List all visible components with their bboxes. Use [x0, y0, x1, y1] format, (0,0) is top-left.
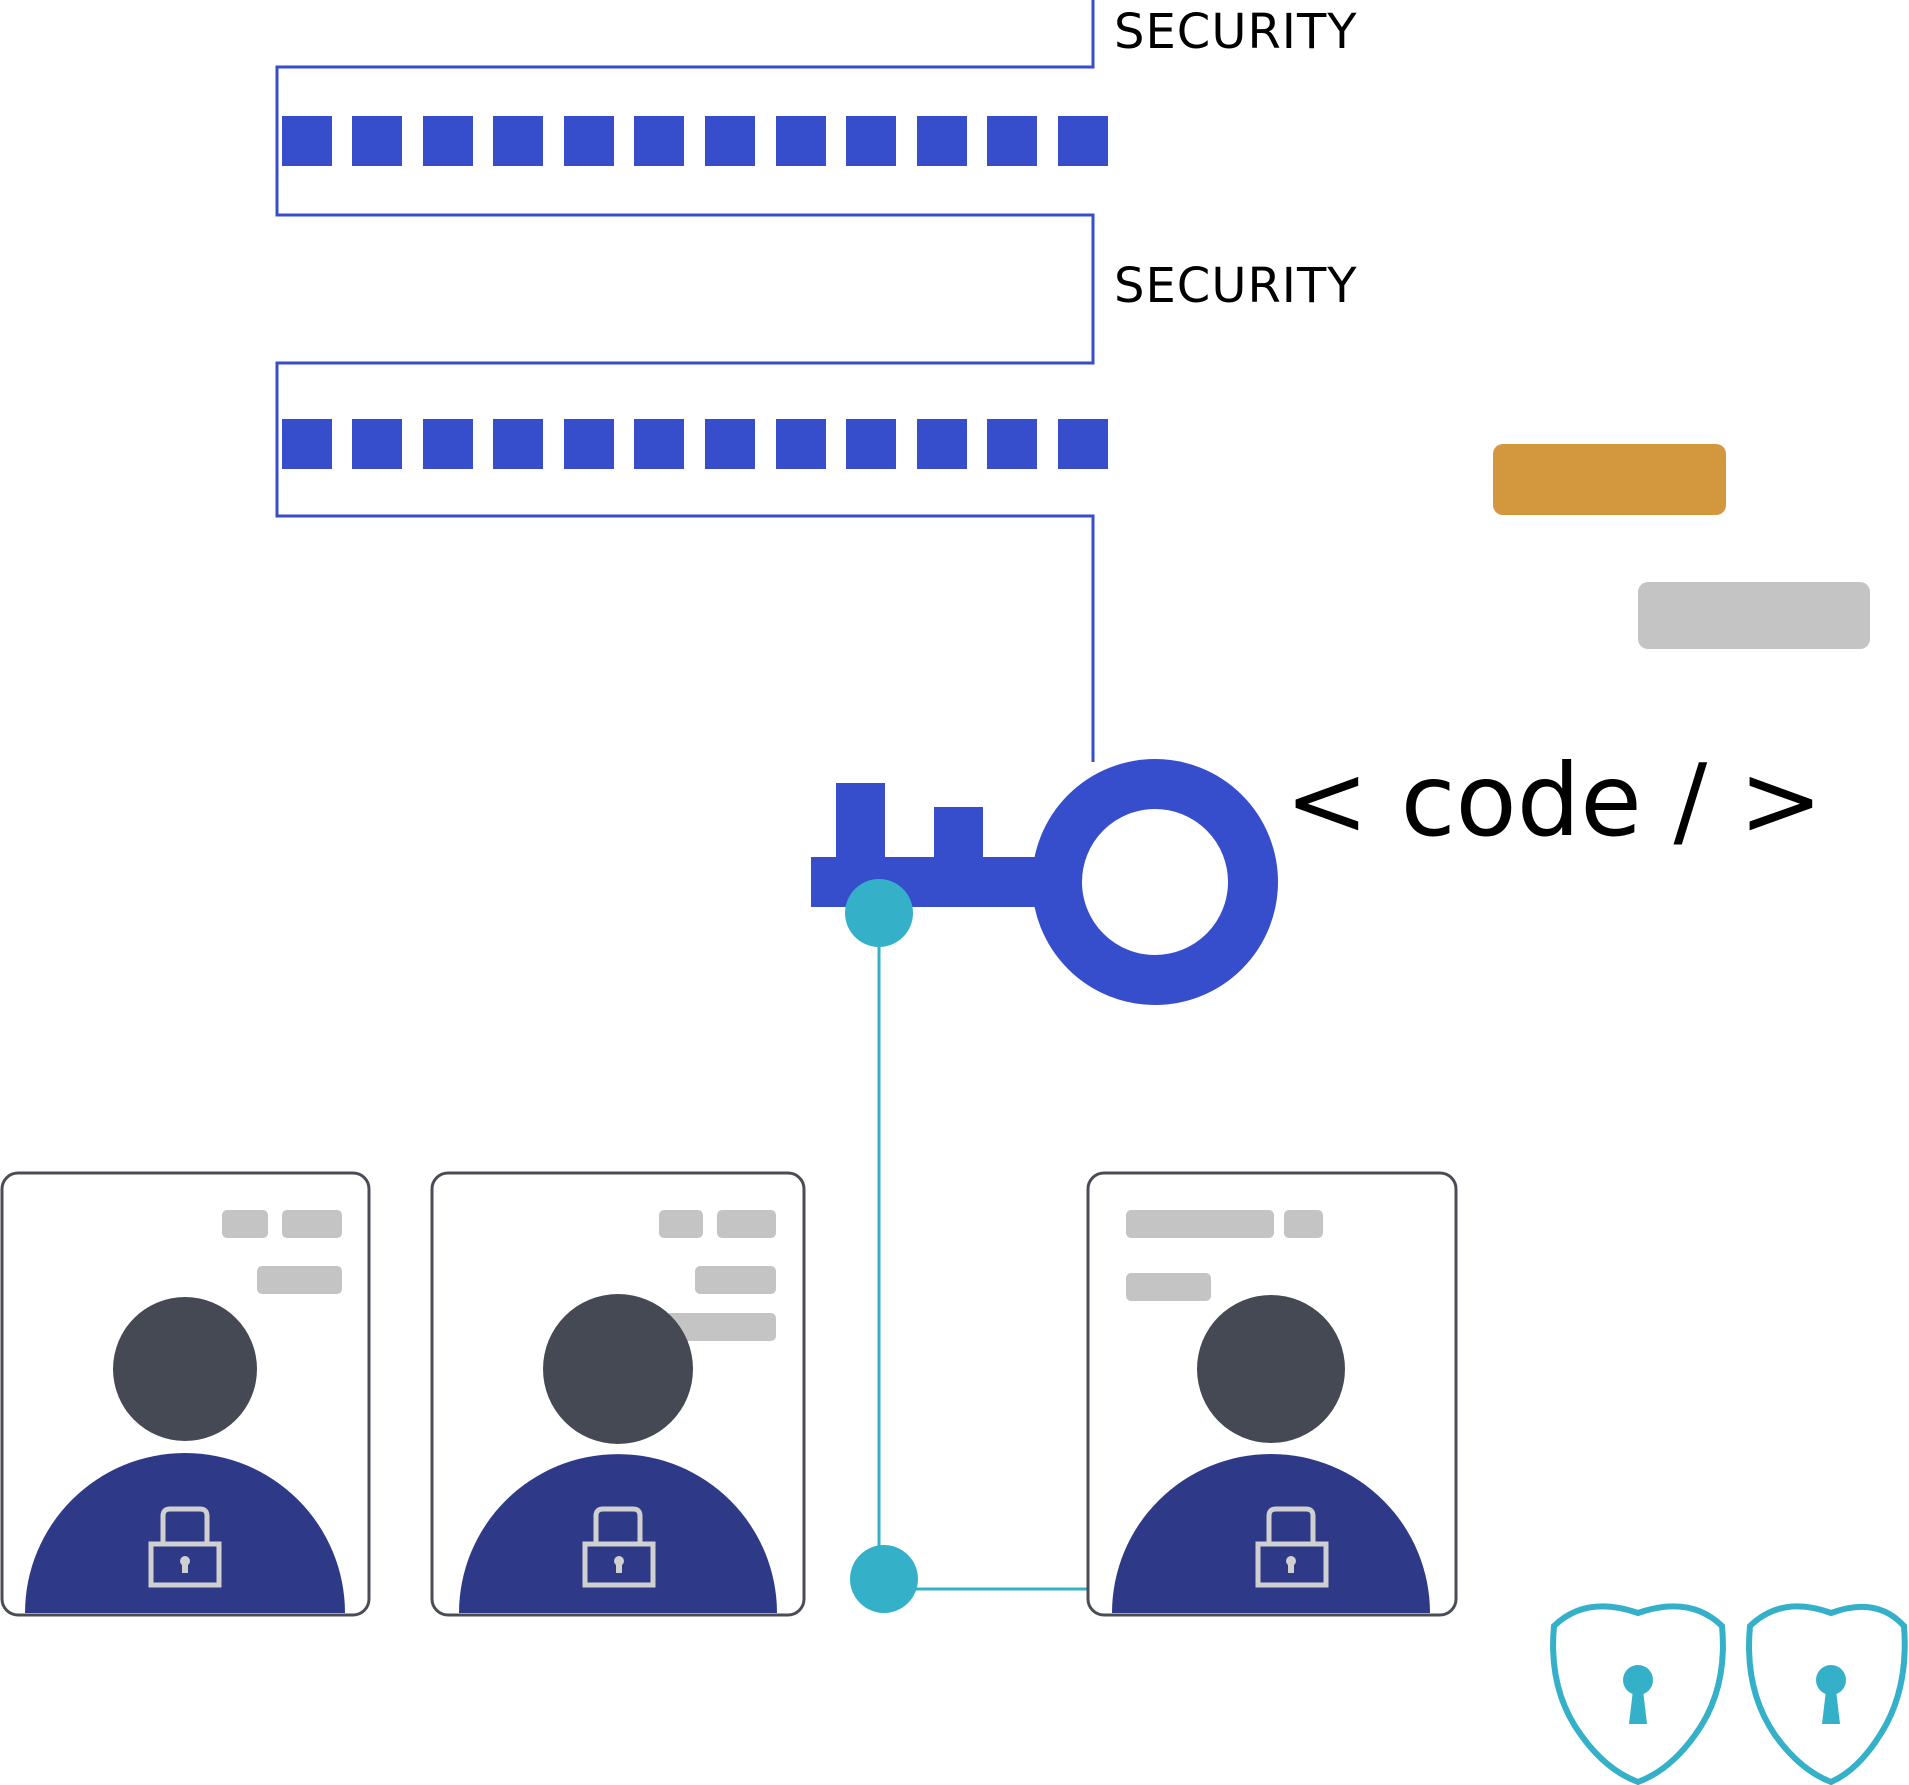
top-connector-line — [275, 0, 1095, 762]
amber-bar — [1493, 444, 1726, 515]
masked-segment — [282, 419, 332, 469]
connector-node-bottom — [850, 1545, 918, 1613]
password-bar-2 — [282, 419, 1108, 469]
masked-segment — [493, 419, 543, 469]
masked-segment — [1058, 116, 1108, 166]
keyhole-slot — [616, 1563, 622, 1573]
user-icon-head — [113, 1297, 257, 1441]
masked-segment — [917, 419, 967, 469]
shield-keyhole-slot — [1822, 1690, 1840, 1724]
shield-keyhole — [1816, 1665, 1846, 1695]
masked-segment — [282, 116, 332, 166]
shield-outline — [1550, 1603, 1726, 1785]
masked-segment — [423, 419, 473, 469]
masked-segment — [705, 419, 755, 469]
info-bar — [282, 1210, 342, 1238]
info-bar — [659, 1210, 703, 1238]
profile-card-3 — [1086, 1171, 1458, 1617]
masked-segment — [564, 419, 614, 469]
masked-segment — [352, 116, 402, 166]
masked-segment — [423, 116, 473, 166]
masked-segment — [634, 116, 684, 166]
masked-segment — [1058, 419, 1108, 469]
lock-icon — [148, 1506, 222, 1588]
info-bar — [665, 1313, 776, 1341]
info-bar — [1126, 1273, 1211, 1301]
teal-connector — [845, 879, 1112, 1613]
masked-segment — [776, 116, 826, 166]
shield-keyhole-slot — [1629, 1690, 1647, 1724]
masked-segment — [987, 116, 1037, 166]
masked-segment — [776, 419, 826, 469]
shield-keyhole-icon — [1746, 1603, 1908, 1785]
info-bar — [222, 1210, 268, 1238]
masked-segment — [705, 116, 755, 166]
masked-segment — [634, 419, 684, 469]
security-label-middle: SECURITY — [1114, 258, 1358, 314]
connector-lines — [275, 0, 1095, 762]
key-bow — [1032, 759, 1278, 1005]
lock-icon — [582, 1506, 656, 1588]
lock-icon — [1255, 1506, 1329, 1588]
info-bar — [1126, 1210, 1274, 1238]
keyhole-slot — [1288, 1563, 1294, 1573]
info-bar — [695, 1266, 776, 1294]
masked-segment — [846, 419, 896, 469]
masked-segment — [846, 116, 896, 166]
code-label: < code / > — [1285, 742, 1823, 859]
info-bar — [1284, 1210, 1323, 1238]
profile-card-1 — [0, 1171, 371, 1617]
masked-segment — [564, 116, 614, 166]
profile-card-2 — [430, 1171, 806, 1617]
info-bar — [257, 1266, 342, 1294]
connector-node-top — [845, 879, 913, 947]
user-icon-body — [25, 1453, 345, 1613]
user-icon-head — [1197, 1295, 1345, 1443]
shield-keyhole-icon — [1550, 1603, 1726, 1785]
masked-segment — [352, 419, 402, 469]
keyhole-slot — [182, 1563, 188, 1573]
shield-outline — [1746, 1603, 1908, 1785]
gray-bar — [1638, 582, 1870, 649]
key-icon — [811, 759, 1278, 1005]
key-shaft — [811, 783, 1040, 907]
masked-segment — [917, 116, 967, 166]
user-icon-body — [459, 1454, 777, 1613]
password-bar-1 — [282, 116, 1108, 166]
user-icon-head — [543, 1294, 693, 1444]
shield-keyhole — [1623, 1665, 1653, 1695]
security-label-top: SECURITY — [1114, 4, 1358, 60]
masked-segment — [987, 419, 1037, 469]
masked-segment — [493, 116, 543, 166]
info-bar — [717, 1210, 776, 1238]
